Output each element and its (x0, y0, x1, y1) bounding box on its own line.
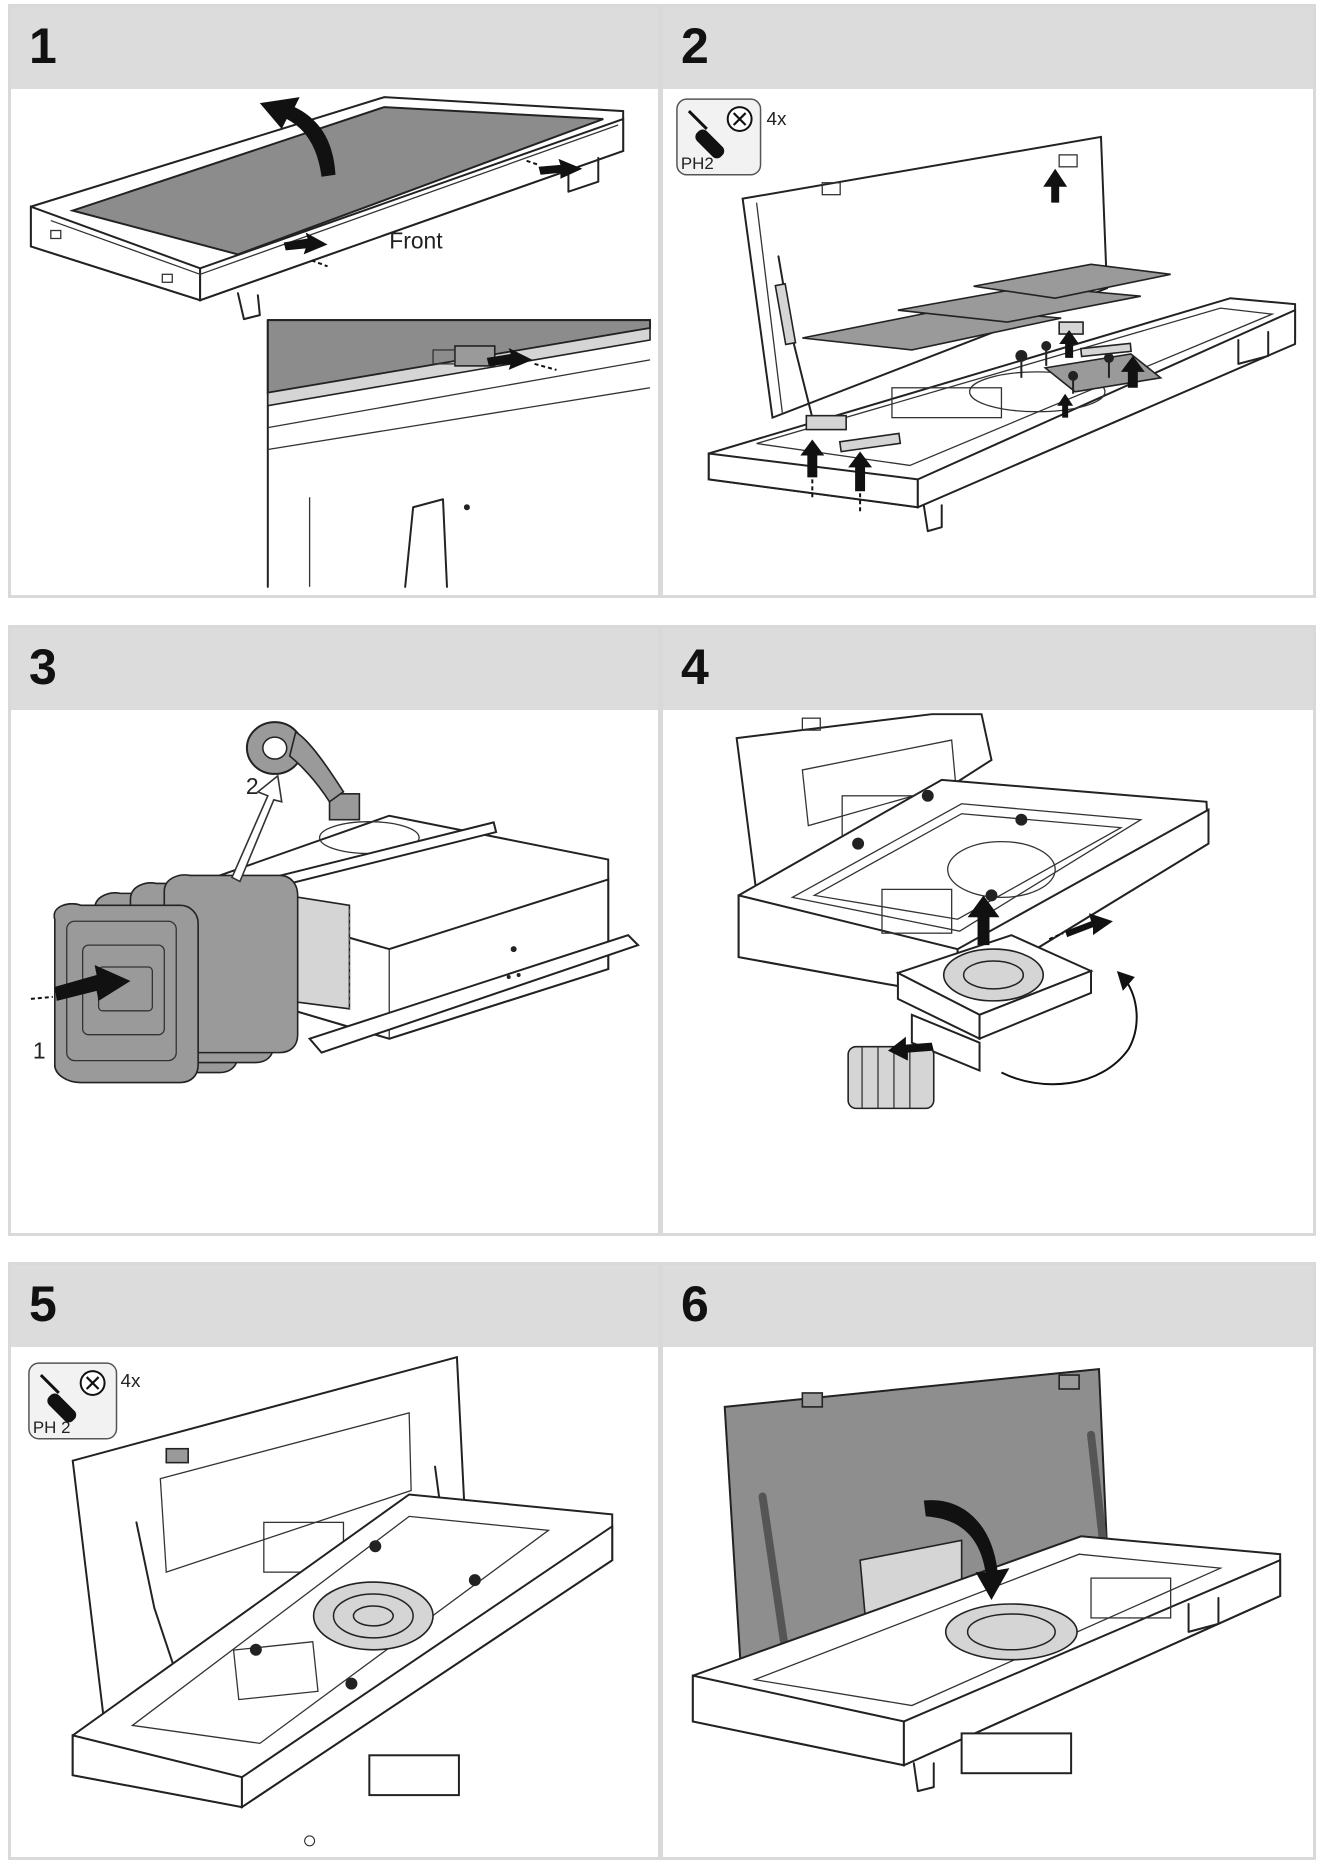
screw-icon (249, 1643, 262, 1656)
tape-roll-icon (245, 721, 345, 803)
step-label: 1 (33, 1038, 46, 1064)
grease-filter (897, 285, 1141, 323)
step-illustration: 1 2 (11, 710, 658, 1233)
screw-icon (1068, 370, 1079, 394)
filter-removal-illustration: PH2 4x (676, 98, 1297, 533)
rotate-arrow-icon (1000, 978, 1138, 1086)
detail-inset (266, 316, 652, 588)
hob-foot (236, 292, 261, 321)
screw-icon (921, 789, 934, 802)
screwdriver-icon (687, 110, 725, 159)
step-header: 3 (11, 628, 658, 710)
screw-icon (985, 889, 998, 902)
step-panel-6: 6 (660, 1262, 1316, 1860)
push-arrow-icon (486, 347, 533, 370)
push-arrow-icon (283, 232, 328, 268)
fan-wheel (312, 1581, 434, 1651)
tool-label: PH 2 (33, 1418, 71, 1437)
step-panel-3: 3 (8, 625, 661, 1236)
duct-piece (847, 1045, 935, 1110)
screw-icon (1015, 813, 1028, 826)
step-number: 5 (29, 1276, 57, 1332)
up-arrow-icon (1043, 168, 1068, 203)
tool-badge: PH 2 (28, 1362, 118, 1440)
up-arrow-icon (1059, 330, 1080, 358)
tool-badge: PH2 (676, 98, 762, 176)
fan-wheel (942, 948, 1045, 1002)
phillips-head-icon (79, 1370, 106, 1396)
step-panel-2: 2 PH2 4x (660, 4, 1316, 598)
slide-arrow-icon (1065, 913, 1113, 938)
up-arrow-icon (800, 439, 825, 478)
step-panel-5: 5 PH 2 4x (8, 1262, 661, 1860)
lid-close-illustration (691, 1367, 1282, 1793)
hollow-arrow-icon (230, 774, 283, 883)
step-header: 5 (11, 1265, 658, 1347)
up-arrow-icon (1057, 393, 1074, 418)
screw-icon (1015, 349, 1028, 378)
step-panel-1: 1 Front (8, 4, 661, 598)
step-number: 1 (29, 18, 57, 74)
front-label: Front (389, 227, 443, 253)
screw-icon (1103, 352, 1114, 378)
screw-icon (1041, 341, 1052, 366)
grease-filter (973, 263, 1171, 300)
step-header: 1 (11, 7, 658, 89)
up-arrow-icon (848, 451, 873, 492)
screw-quantity: 4x (767, 109, 788, 130)
screw-icon (369, 1540, 382, 1553)
pull-arrow-icon (887, 1036, 934, 1061)
step-header: 6 (663, 1265, 1313, 1347)
step-illustration: PH2 4x (663, 89, 1313, 595)
step-number: 2 (681, 18, 709, 74)
step-illustration: PH 2 4x (11, 1347, 658, 1857)
phillips-head-icon (726, 106, 753, 132)
gas-strut (135, 1521, 182, 1687)
step-illustration (663, 1347, 1313, 1857)
glass-panel (69, 106, 604, 256)
fan-wheel (944, 1603, 1078, 1661)
step-illustration: Front (11, 89, 658, 595)
screw-icon (345, 1677, 358, 1690)
step-number: 6 (681, 1276, 709, 1332)
push-arrow-icon (526, 158, 583, 179)
push-arrow-icon (54, 965, 131, 1001)
hob-lid-lift-illustration: Front (29, 96, 652, 588)
screw-quantity: 4x (120, 1371, 141, 1392)
lift-arrow-icon (259, 97, 336, 177)
step-header: 2 (663, 7, 1313, 89)
screwdriver-icon (39, 1373, 77, 1423)
screw-icon (852, 837, 865, 850)
motor-connector (328, 793, 361, 821)
step-number: 4 (681, 639, 709, 695)
duct-connection-illustration: 1 2 (30, 721, 640, 1084)
clip-part (805, 414, 847, 431)
motor-removal-illustration (735, 713, 1210, 1110)
screw-icon (468, 1574, 481, 1587)
step-number: 3 (29, 639, 57, 695)
motor-refit-illustration: PH 2 4x (28, 1355, 614, 1847)
step-label: 2 (246, 773, 259, 799)
close-arrow-icon (923, 1500, 1010, 1601)
tool-label: PH2 (681, 154, 714, 173)
step-panel-4: 4 (660, 625, 1316, 1236)
up-arrow-icon (967, 895, 1000, 946)
step-illustration (663, 710, 1313, 1233)
step-header: 4 (663, 628, 1313, 710)
up-arrow-icon (1120, 355, 1145, 388)
